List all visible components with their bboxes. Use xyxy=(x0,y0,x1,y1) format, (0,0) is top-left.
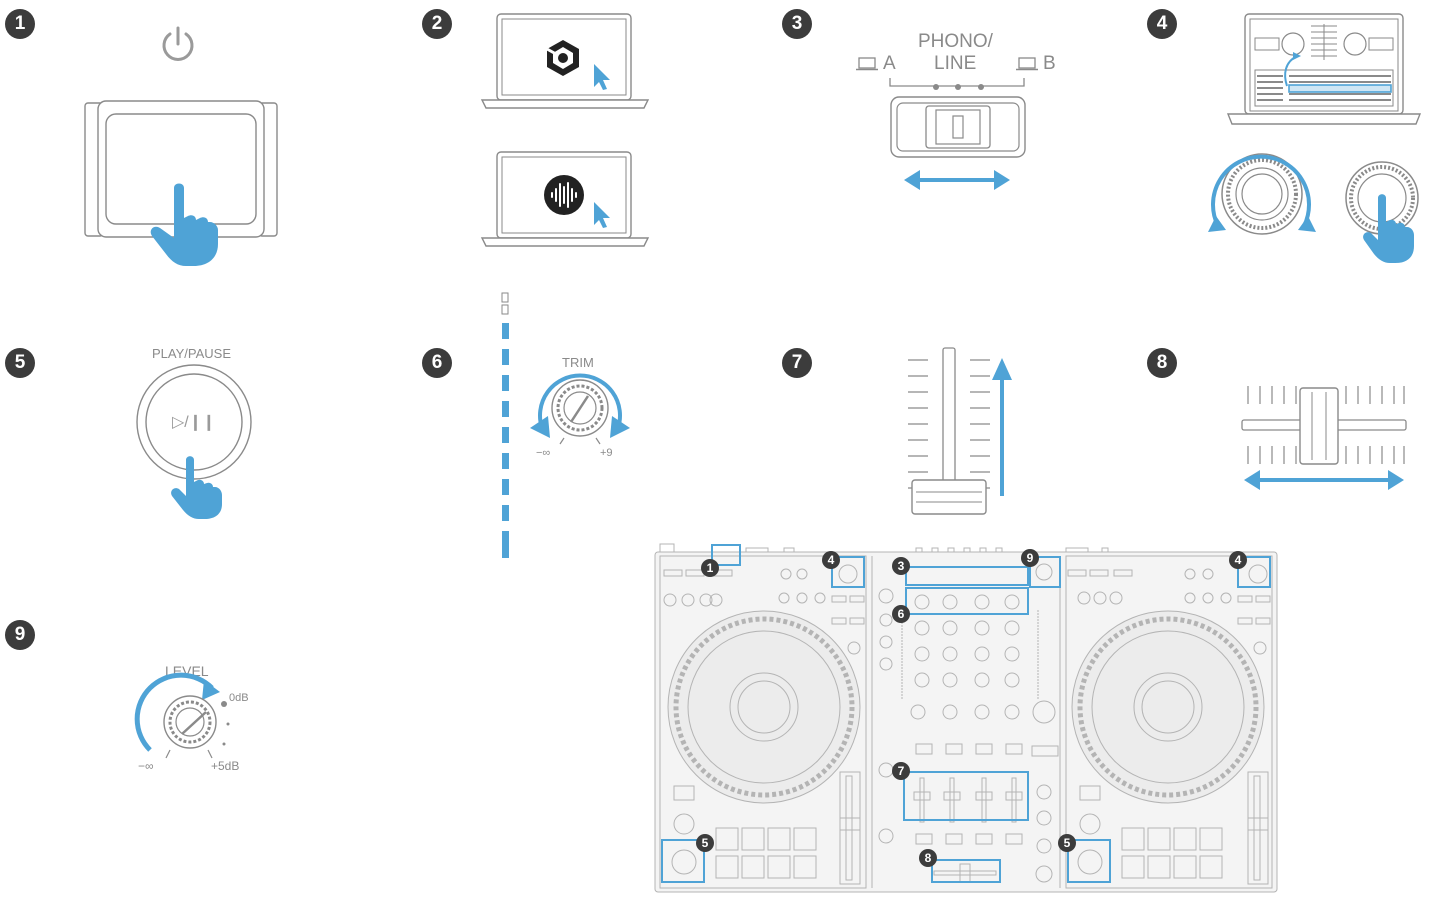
cursor-icon xyxy=(594,202,610,228)
jog-wheel-rotate-icon xyxy=(1208,153,1316,235)
level-max-label: +5dB xyxy=(211,759,240,773)
double-arrow-icon xyxy=(904,170,1010,190)
cursor-icon xyxy=(594,64,610,90)
selector-switch-illustration xyxy=(889,78,1026,158)
step-8-badge: 8 xyxy=(1147,348,1177,378)
hand-tap-icon xyxy=(150,183,218,266)
selector-title-line2: LINE xyxy=(934,53,977,74)
callout-badge-3: 3 xyxy=(892,557,910,575)
level-meter-illustration xyxy=(501,292,509,558)
channel-fader-illustration xyxy=(908,347,1012,515)
hand-tap-icon xyxy=(171,456,222,519)
play-pause-label: PLAY/PAUSE xyxy=(152,346,231,361)
trim-min-label: −∞ xyxy=(536,447,551,459)
level-min-label: −∞ xyxy=(138,759,154,773)
callout-badge-1: 1 xyxy=(701,559,719,577)
selector-title-line1: PHONO/ xyxy=(918,31,993,52)
level-max-marker-label: 0dB xyxy=(229,692,249,704)
selector-label-a: A xyxy=(883,53,896,74)
step-4-badge: 4 xyxy=(1147,9,1177,39)
rotary-selector-push-icon xyxy=(1345,161,1419,263)
serato-logo-icon xyxy=(544,175,584,215)
step-7-badge: 7 xyxy=(782,348,812,378)
controller-overview-illustration xyxy=(654,543,1278,893)
master-level-knob-illustration xyxy=(134,672,230,759)
callout-badge-7: 7 xyxy=(892,762,910,780)
callout-badge-5-right: 5 xyxy=(1058,834,1076,852)
callout-badge-5-left: 5 xyxy=(696,834,714,852)
play-pause-symbol: ▷/❙❙ xyxy=(172,414,216,431)
trim-max-label: +9 xyxy=(600,447,613,459)
callout-badge-8: 8 xyxy=(919,849,937,867)
step-1-badge: 1 xyxy=(5,9,35,39)
play-pause-button-illustration xyxy=(136,364,252,480)
crossfader-illustration xyxy=(1241,386,1407,490)
callout-badge-6: 6 xyxy=(892,605,910,623)
trim-label: TRIM xyxy=(562,355,594,370)
laptop-icon xyxy=(1016,57,1038,71)
selector-label-b: B xyxy=(1043,53,1056,74)
step-3-badge: 3 xyxy=(782,9,812,39)
step-6-badge: 6 xyxy=(422,348,452,378)
callout-badge-4-right: 4 xyxy=(1229,551,1247,569)
step-5-badge: 5 xyxy=(5,348,35,378)
step-2-badge: 2 xyxy=(422,9,452,39)
power-icon xyxy=(162,26,194,61)
step-9-badge: 9 xyxy=(5,620,35,650)
rekordbox-logo-icon xyxy=(546,40,579,76)
callout-badge-4-left: 4 xyxy=(822,551,840,569)
trim-knob-illustration xyxy=(530,373,630,445)
laptop-browse-illustration xyxy=(1226,13,1422,125)
callout-badge-9: 9 xyxy=(1021,549,1039,567)
laptop-icon xyxy=(856,57,878,71)
device-illustration xyxy=(84,100,278,238)
